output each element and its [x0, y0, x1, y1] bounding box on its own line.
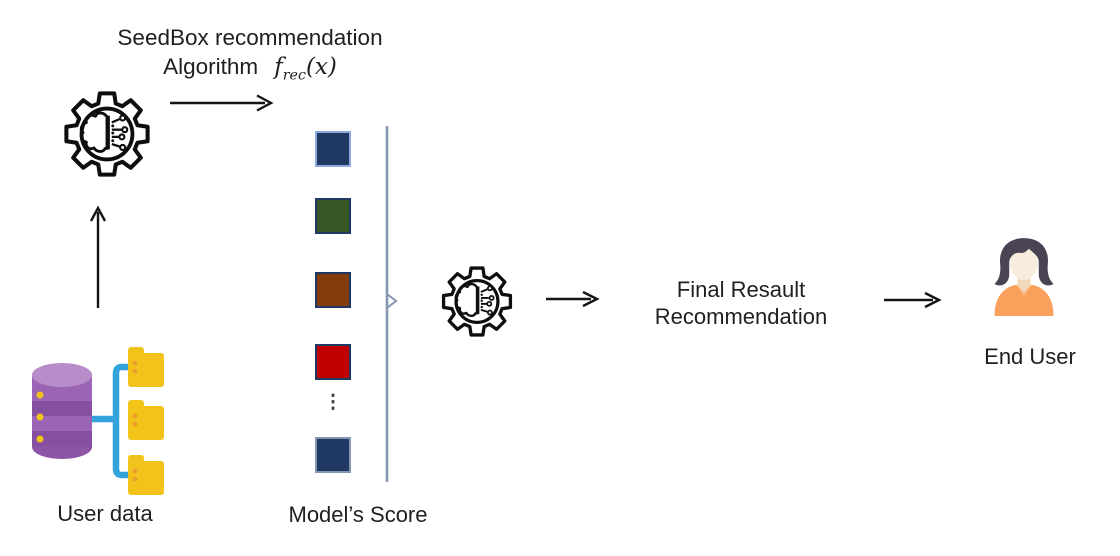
- score-square: [315, 344, 351, 380]
- database-folders-icon: [32, 347, 164, 495]
- end-user-label: End User: [984, 344, 1076, 369]
- final-result-line1: Final Resault: [676, 277, 806, 302]
- title-line1: SeedBox recommendation: [117, 25, 383, 50]
- title-algorithm-word: Algorithm: [163, 54, 259, 79]
- algorithm-title: SeedBox recommendation Algorithm frec(x): [104, 23, 396, 91]
- arrow-right-icon: [170, 94, 274, 112]
- final-result-label: Final Resault Recommendation: [641, 276, 841, 330]
- title-line2: Algorithm frec(x): [104, 52, 396, 91]
- brain-gear-icon: [58, 86, 156, 182]
- folder-icon: [128, 347, 164, 387]
- folder-icon: [128, 455, 164, 495]
- final-result-line2: Recommendation: [654, 304, 828, 329]
- models-score-label: Model’s Score: [288, 502, 428, 527]
- vertical-ellipsis: ⋮: [323, 392, 343, 413]
- score-square: [315, 272, 351, 308]
- brace-line: [385, 126, 398, 482]
- score-square: [315, 437, 351, 473]
- woman-avatar-icon: [983, 225, 1065, 325]
- brain-gear-icon: [437, 262, 517, 341]
- arrow-right-icon: [884, 291, 942, 309]
- formula-frec: frec(x): [274, 54, 337, 84]
- score-square: [315, 198, 351, 234]
- arrow-up-icon: [89, 205, 107, 308]
- folder-icon: [128, 400, 164, 440]
- score-square: [315, 131, 351, 167]
- user-data-label: User data: [57, 501, 153, 526]
- arrow-right-icon: [546, 290, 600, 308]
